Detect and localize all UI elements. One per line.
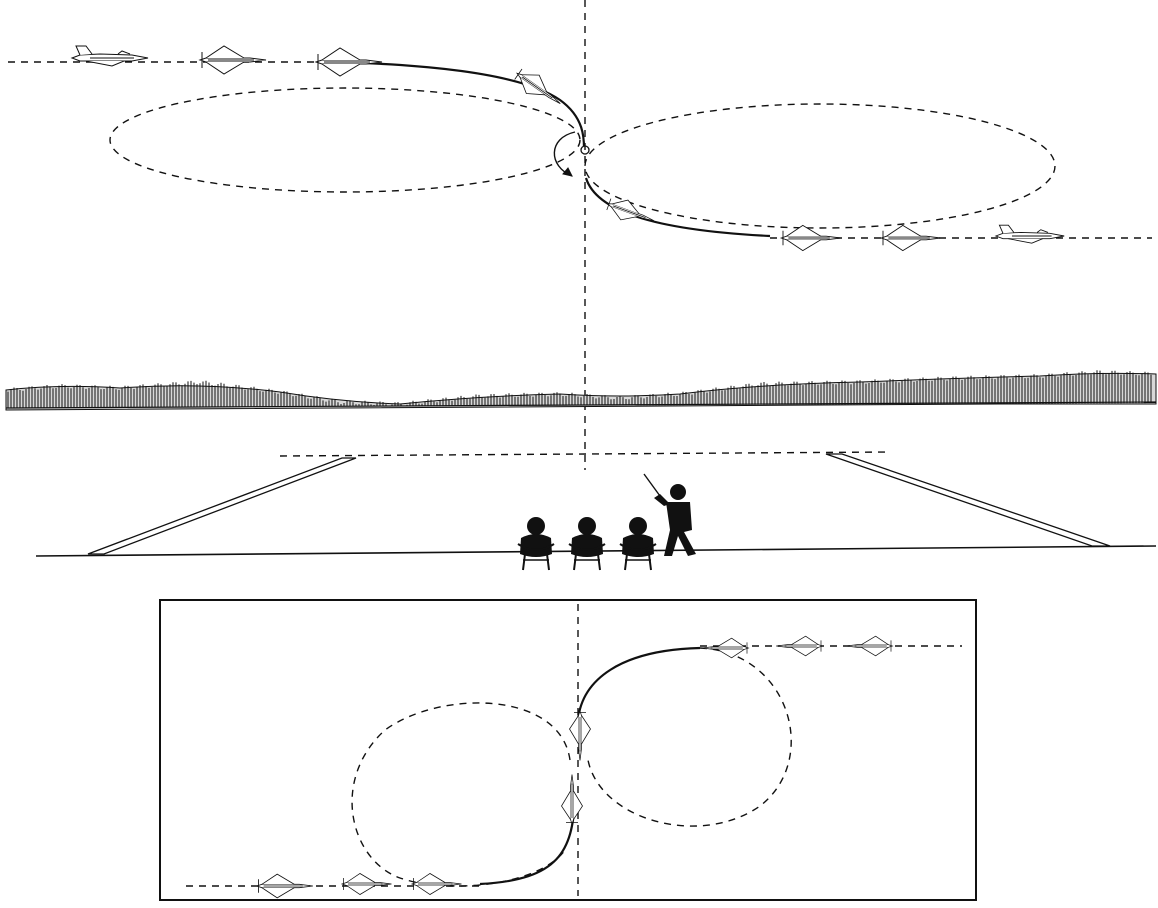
spectators — [518, 474, 696, 570]
aircraft-upper-1 — [72, 46, 148, 66]
aircraft-upper-5 — [604, 194, 658, 231]
treeline — [6, 370, 1156, 410]
aircraft-upper-8 — [996, 225, 1064, 243]
aircraft-upper-3 — [316, 48, 382, 76]
plan-view-inset — [160, 600, 976, 900]
arrowhead-icon — [563, 168, 572, 176]
left-loop-ellipse — [110, 88, 580, 192]
right-loop-ellipse — [585, 104, 1055, 228]
entry-arc — [330, 62, 584, 150]
spectator-1 — [518, 517, 554, 570]
aircraft-upper-6 — [781, 225, 840, 250]
runway-right-edge — [826, 454, 1110, 546]
aircraft-upper-4 — [511, 64, 567, 113]
spectator-3 — [620, 517, 656, 570]
runway-left-edge — [88, 458, 356, 554]
transmitter-antenna — [644, 474, 660, 496]
aircraft-upper-7 — [881, 225, 940, 250]
spectator-2 — [569, 517, 605, 570]
aircraft-upper-2 — [200, 46, 266, 74]
